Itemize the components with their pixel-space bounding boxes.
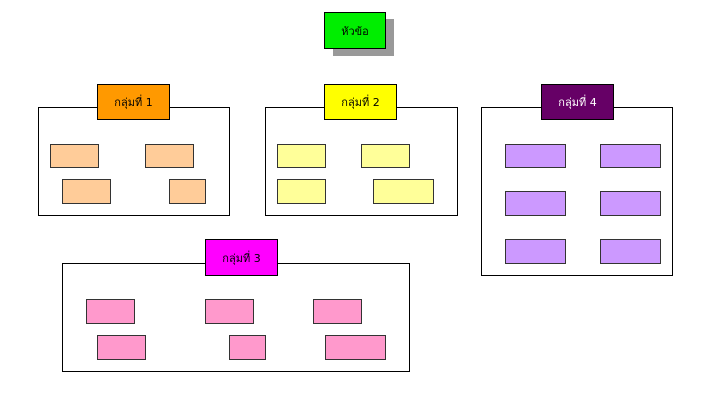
group-4-header: กลุ่มที่ 4 — [541, 84, 614, 120]
group-1-item — [62, 179, 111, 204]
group-3-label: กลุ่มที่ 3 — [222, 251, 261, 265]
group-2-label: กลุ่มที่ 2 — [341, 96, 380, 109]
title-node: หัวข้อ — [324, 12, 386, 49]
group-4-item — [505, 144, 566, 168]
group-4-label: กลุ่มที่ 4 — [558, 96, 597, 109]
group-3-item — [313, 299, 362, 324]
group-4-item — [505, 191, 566, 216]
group-3-header: กลุ่มที่ 3 — [205, 239, 278, 276]
group-1-item — [145, 144, 194, 168]
group-3-item — [86, 299, 135, 324]
group-2-item — [277, 144, 326, 168]
group-2-header: กลุ่มที่ 2 — [324, 84, 397, 120]
group-3-item — [229, 335, 266, 360]
group-3-item — [325, 335, 386, 360]
group-4-item — [600, 239, 661, 264]
group-4-item — [600, 191, 661, 216]
group-2-item — [361, 144, 410, 168]
group-4-item — [505, 239, 566, 264]
group-1-item — [169, 179, 206, 204]
group-4-item — [600, 144, 661, 168]
title-label: หัวข้อ — [341, 24, 369, 38]
group-1-label: กลุ่มที่ 1 — [114, 96, 153, 109]
group-2-item — [373, 179, 434, 204]
group-3-item — [205, 299, 254, 324]
group-1-item — [50, 144, 99, 168]
group-1-header: กลุ่มที่ 1 — [97, 84, 170, 120]
group-2-item — [277, 179, 326, 204]
group-3-item — [97, 335, 146, 360]
